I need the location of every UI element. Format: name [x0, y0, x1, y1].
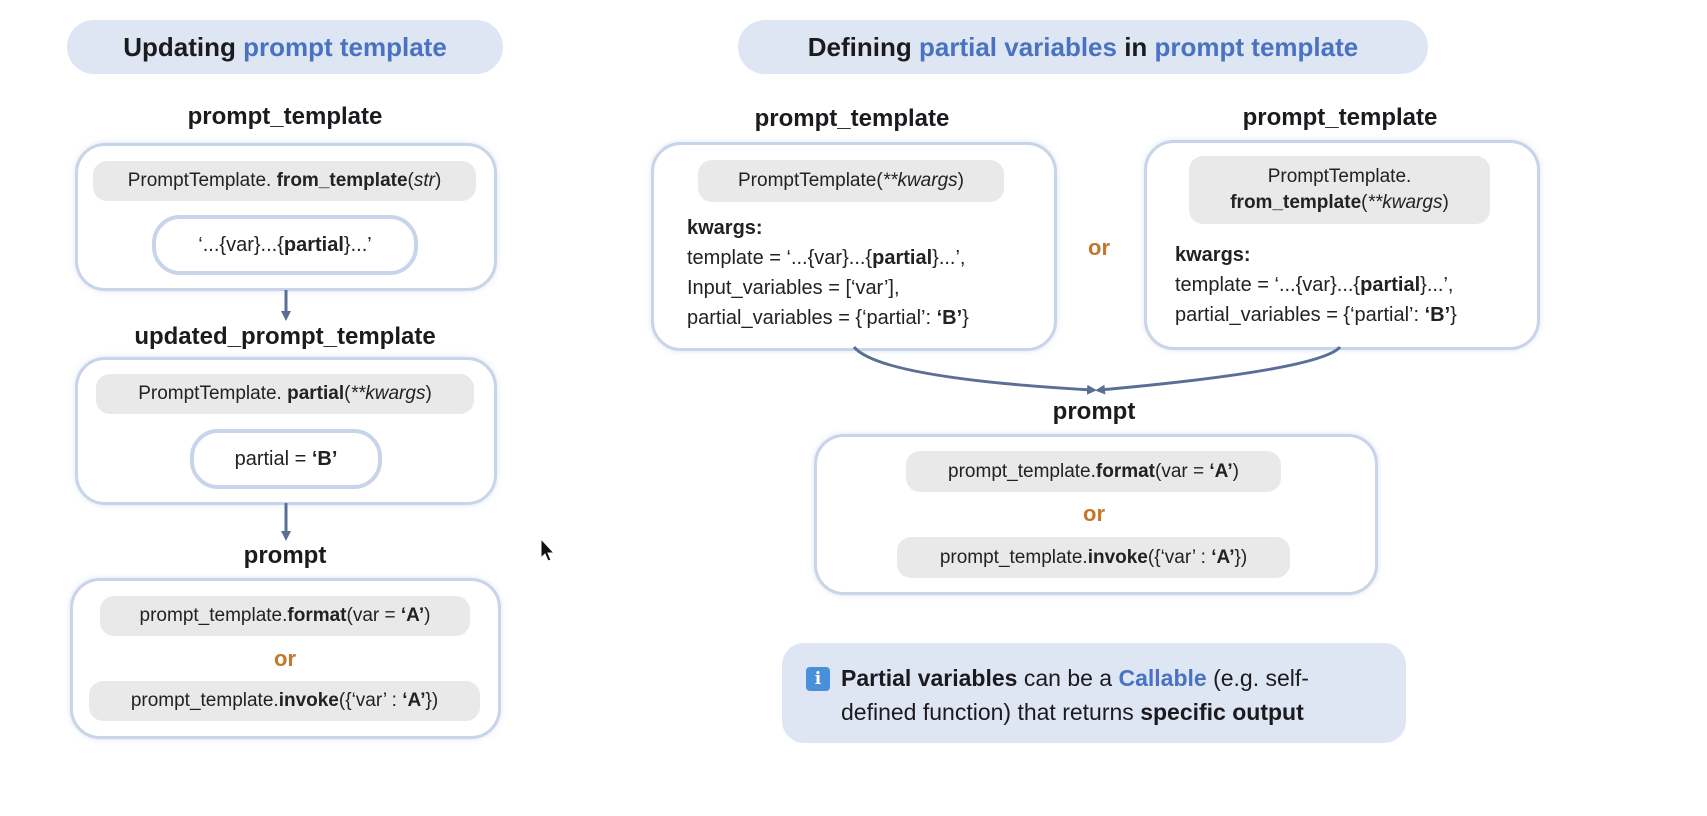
template-string-pill: ‘...{var}...{partial}...’: [152, 215, 418, 275]
heading-updated-prompt-template: updated_prompt_template: [134, 323, 436, 350]
arrow-from-template-to-prompt: [1095, 345, 1342, 395]
constructor-kwargs: kwargs: template = ‘...{var}...{partial}…: [687, 213, 969, 333]
kwargs-label: kwargs:: [687, 217, 763, 239]
format-call: prompt_template.format(var = ‘A’): [100, 596, 470, 636]
or-middle-label: or: [1088, 235, 1110, 260]
heading-prompt: prompt: [243, 542, 327, 569]
partial-call: PromptTemplate. partial(**kwargs): [96, 374, 474, 414]
heading-prompt-template-from-template: prompt_template: [1242, 104, 1438, 131]
left-title-prefix: Updating: [123, 31, 244, 62]
or-label: or: [274, 646, 296, 671]
right-invoke-call: prompt_template.invoke({‘var’ : ‘A’}): [897, 537, 1290, 578]
from-template-call: PromptTemplate. from_template(str): [93, 161, 476, 201]
right-section-title: Defining partial variables in prompt tem…: [738, 20, 1428, 74]
right-format-call: prompt_template.format(var = ‘A’): [906, 451, 1281, 492]
kwargs-template-line: template = ‘...{var}...{partial}...’,: [687, 247, 966, 269]
arrow-constructor-to-prompt: [852, 345, 1097, 395]
kwargs-input-variables-line: Input_variables = [‘var’],: [687, 277, 900, 299]
heading-prompt-template: prompt_template: [187, 103, 383, 130]
partial-value-pill: partial = ‘B’: [190, 429, 382, 489]
from-template-kwargs: kwargs: template = ‘...{var}...{partial}…: [1175, 240, 1457, 330]
from-template-kwargs-call: PromptTemplate. from_template(**kwargs): [1189, 156, 1490, 224]
info-icon: i: [806, 667, 830, 691]
mouse-cursor-icon: [540, 537, 556, 562]
left-section-title: Updating prompt template: [67, 20, 503, 74]
constructor-call: PromptTemplate(**kwargs): [698, 160, 1004, 202]
heading-prompt-template-constructor: prompt_template: [754, 105, 950, 132]
callable-note: i Partial variables can be a Callable (e…: [782, 643, 1406, 743]
kwargs-partial-variables-line: partial_variables = {‘partial’: ‘B’}: [687, 307, 969, 329]
kwargs-label: kwargs:: [1175, 244, 1251, 266]
note-text: Partial variables can be a Callable (e.g…: [841, 665, 1309, 725]
heading-right-prompt: prompt: [1052, 398, 1136, 425]
left-title-highlight: prompt template: [243, 31, 447, 62]
invoke-call: prompt_template.invoke({‘var’ : ‘A’}): [89, 681, 480, 721]
kwargs-template-line: template = ‘...{var}...{partial}...’,: [1175, 274, 1454, 296]
kwargs-partial-variables-line: partial_variables = {‘partial’: ‘B’}: [1175, 304, 1457, 326]
right-or-label: or: [1083, 501, 1105, 526]
